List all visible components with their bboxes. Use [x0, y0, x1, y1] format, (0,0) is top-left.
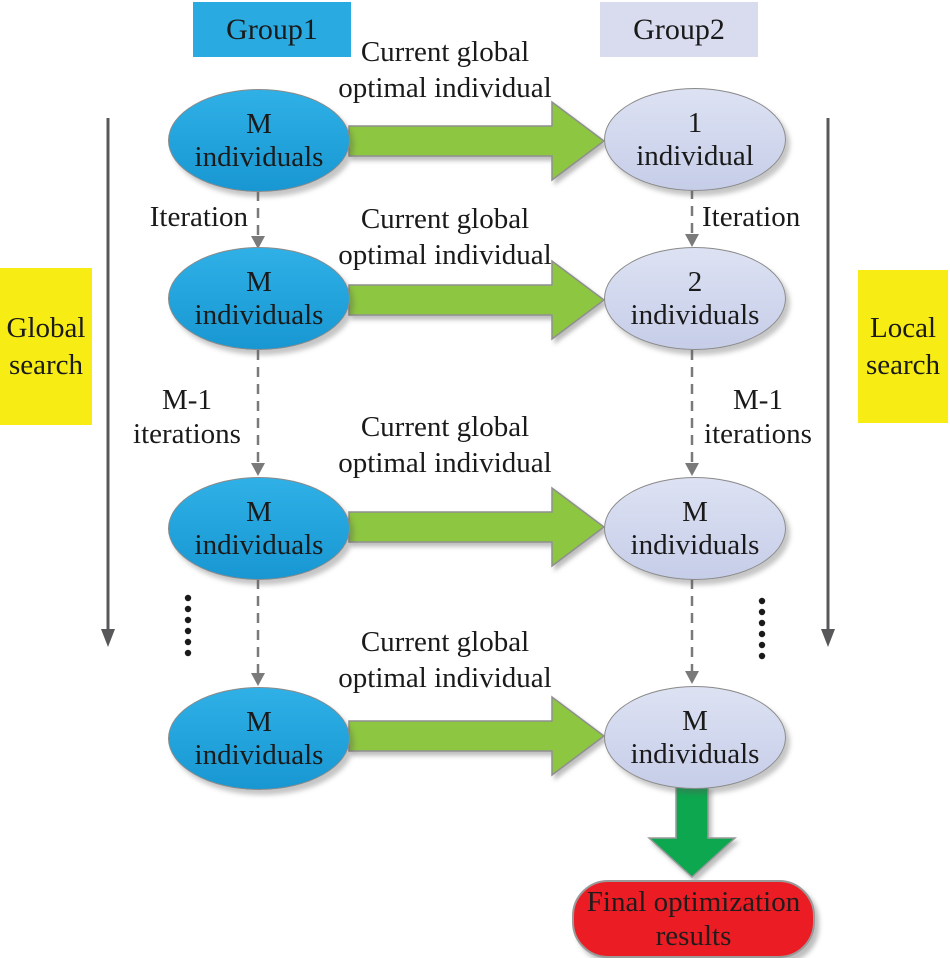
caption-line: optimal individual	[338, 72, 552, 104]
label-line: Local	[869, 311, 936, 344]
group1-ellipse-row4: M individuals	[168, 687, 350, 790]
group1-ellipse-row2: M individuals	[168, 247, 350, 350]
caption-line: optimal individual	[338, 239, 552, 271]
group1-label: Group1	[226, 12, 318, 46]
final-results-arrow	[647, 785, 737, 879]
group2-ellipse-row2: 2 individuals	[604, 247, 786, 350]
global-search-direction-arrow	[101, 118, 115, 647]
m1-iterations-label-right: M-1 iterations	[692, 383, 824, 451]
caption-line: optimal individual	[338, 447, 552, 479]
ellipse-text: M	[682, 495, 708, 528]
caption-line: optimal individual	[338, 662, 552, 694]
dashed-connector-right-1	[685, 189, 699, 247]
label-line: M-1	[733, 384, 783, 416]
global-optimal-arrow-row2	[348, 259, 606, 341]
ellipse-text: 1	[687, 106, 703, 139]
group2-label: Group2	[633, 12, 725, 46]
dashed-connector-left-2	[251, 350, 265, 476]
ellipsis-dots-right	[758, 597, 766, 660]
final-results-box: Final optimization results	[572, 880, 815, 958]
ellipse-text: M	[246, 265, 272, 298]
ellipse-text: individuals	[194, 140, 324, 173]
dashed-connector-right-3	[685, 579, 699, 684]
label-line: search	[8, 348, 84, 381]
ellipse-text: M	[246, 495, 272, 528]
ellipse-text: M	[246, 705, 272, 738]
final-results-line: Final optimization	[586, 886, 801, 918]
label-line: search	[865, 348, 941, 381]
caption-line: Current global	[360, 203, 530, 235]
ellipse-text: individuals	[194, 298, 324, 331]
local-search-box: Local search	[858, 270, 948, 423]
label-line: Global	[6, 311, 86, 344]
ellipse-text: individuals	[194, 738, 324, 771]
final-results-line: results	[655, 920, 732, 952]
label-line: iterations	[704, 418, 812, 450]
ellipse-text: individuals	[630, 298, 760, 331]
group2-ellipse-row1: 1 individual	[604, 88, 786, 191]
arrow-caption-row3: Current global optimal individual	[313, 409, 577, 481]
local-search-direction-arrow	[821, 118, 835, 647]
global-optimal-arrow-row3	[348, 486, 606, 568]
group1-ellipse-row3: M individuals	[168, 477, 350, 580]
ellipse-text: individuals	[194, 528, 324, 561]
ellipse-text: individuals	[630, 737, 760, 770]
global-search-box: Global search	[0, 268, 92, 425]
ellipse-text: 2	[687, 265, 703, 298]
label-line: M-1	[162, 384, 212, 416]
arrow-caption-row1: Current global optimal individual	[313, 34, 577, 106]
ellipse-text: M	[682, 704, 708, 737]
dashed-connector-left-3	[251, 579, 265, 686]
ellipse-text: M	[246, 107, 272, 140]
dashed-connector-left-1	[251, 191, 265, 249]
arrow-caption-row4: Current global optimal individual	[313, 624, 577, 696]
ellipsis-dots-left	[184, 594, 192, 657]
group2-ellipse-row4: M individuals	[604, 686, 786, 789]
iteration-label-left: Iteration	[149, 201, 248, 233]
group1-header: Group1	[193, 2, 351, 57]
ellipse-text: individual	[636, 139, 754, 172]
caption-line: Current global	[360, 411, 530, 443]
caption-line: Current global	[360, 36, 530, 68]
iteration-label-right: Iteration	[702, 201, 801, 233]
ellipse-text: individuals	[630, 528, 760, 561]
dashed-connector-right-2	[685, 350, 699, 476]
group2-header: Group2	[600, 2, 758, 57]
arrow-caption-row2: Current global optimal individual	[313, 201, 577, 273]
caption-line: Current global	[360, 626, 530, 658]
group2-ellipse-row3: M individuals	[604, 477, 786, 580]
m1-iterations-label-left: M-1 iterations	[122, 383, 252, 451]
group1-ellipse-row1: M individuals	[168, 89, 350, 192]
label-line: iterations	[133, 418, 241, 450]
global-optimal-arrow-row1	[348, 100, 606, 182]
global-optimal-arrow-row4	[348, 695, 606, 777]
